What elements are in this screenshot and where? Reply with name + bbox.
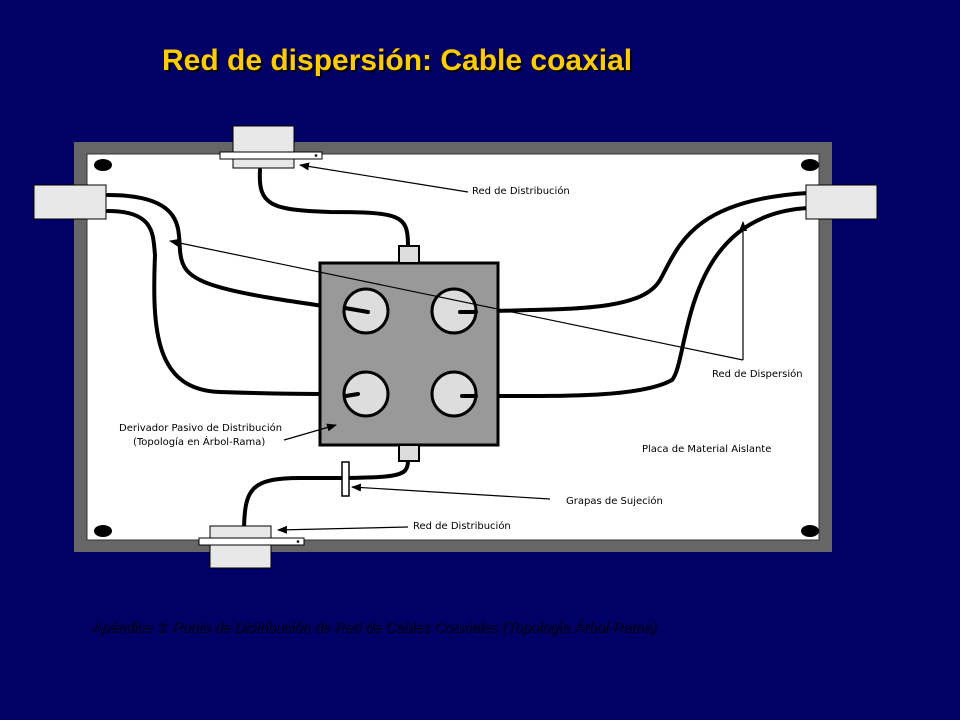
distribution-cable-top — [257, 168, 410, 247]
mounting-hole — [801, 525, 819, 537]
dispersion-cable-right-lower — [460, 206, 810, 399]
left-side-connector — [33, 184, 107, 220]
label-red-distribucion-bottom: Red de Distribución — [413, 520, 511, 532]
splitter-input-connector — [398, 245, 420, 264]
label-red-dispersion: Red de Dispersión — [712, 368, 803, 380]
slide-caption: Apéndice 3: Punto de Distribución de Red… — [92, 620, 657, 636]
arrow-red-distribucion-top — [299, 162, 469, 193]
distribution-cable-bottom — [242, 458, 410, 530]
arrow-red-distribucion-bottom — [277, 525, 409, 534]
splitter-port — [342, 370, 390, 418]
right-side-connector — [805, 184, 878, 220]
dispersion-cable-right-upper — [458, 191, 810, 314]
top-wall-connector — [219, 125, 323, 169]
mounting-hole — [94, 525, 112, 537]
label-derivador-line1: Derivador Pasivo de Distribución — [119, 422, 282, 434]
label-red-distribucion-top: Red de Distribución — [472, 185, 570, 197]
dispersion-cable-left-lower — [106, 209, 360, 396]
bottom-wall-connector — [198, 525, 305, 569]
slide-title: Red de dispersión: Cable coaxial — [162, 44, 633, 77]
mounting-hole — [801, 159, 819, 171]
splitter-output-connector — [398, 444, 420, 462]
dispersion-cable-left-upper — [106, 193, 370, 314]
label-derivador-line2: (Topología en Árbol-Rama) — [133, 435, 265, 448]
label-grapas: Grapas de Sujeción — [566, 495, 663, 507]
arrow-grapas — [351, 483, 551, 500]
mounting-hole — [94, 159, 112, 171]
label-placa: Placa de Material Aislante — [642, 444, 771, 455]
fastening-clip — [341, 461, 350, 497]
arrow-derivador — [283, 423, 337, 441]
arrow-red-dispersion-left — [169, 238, 744, 361]
